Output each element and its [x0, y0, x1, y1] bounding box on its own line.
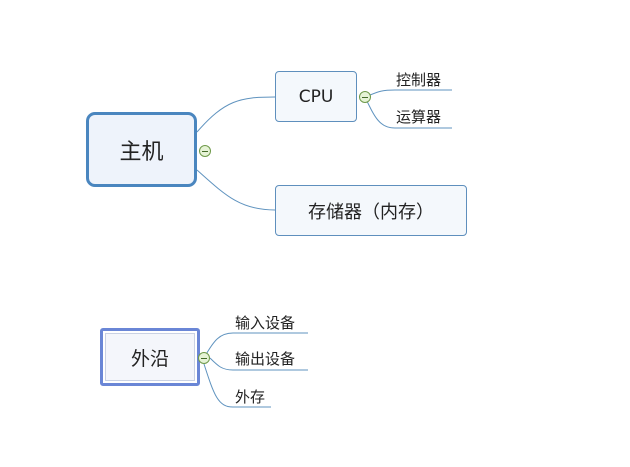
node-peripherals[interactable]: 外沿	[100, 328, 200, 386]
collapse-toggle-icon[interactable]	[199, 145, 211, 157]
connector-cpu-controller	[364, 89, 452, 98]
node-external-storage[interactable]: 外存	[235, 388, 266, 406]
node-main-host-label: 主机	[119, 139, 164, 165]
collapse-toggle-icon[interactable]	[359, 91, 371, 103]
node-cpu[interactable]: CPU	[275, 71, 357, 122]
collapse-toggle-icon[interactable]	[198, 352, 210, 364]
node-memory-label: 存储器（内存）	[308, 201, 434, 223]
node-cpu-label: CPU	[298, 86, 334, 107]
node-peripherals-label: 外沿	[130, 347, 169, 370]
node-peripherals-inner: 外沿	[105, 333, 195, 381]
connector-peri-output	[209, 357, 308, 371]
node-output-devices[interactable]: 输出设备	[235, 350, 296, 368]
connector-host-memory	[196, 169, 276, 211]
node-memory[interactable]: 存储器（内存）	[275, 185, 467, 236]
connector-cpu-alu	[364, 96, 452, 129]
connector-peri-external	[203, 363, 271, 408]
node-controller[interactable]: 控制器	[396, 71, 442, 89]
node-alu[interactable]: 运算器	[396, 108, 442, 126]
node-main-host[interactable]: 主机	[86, 112, 197, 187]
node-input-devices[interactable]: 输入设备	[235, 314, 296, 332]
connector-host-cpu	[196, 96, 276, 133]
